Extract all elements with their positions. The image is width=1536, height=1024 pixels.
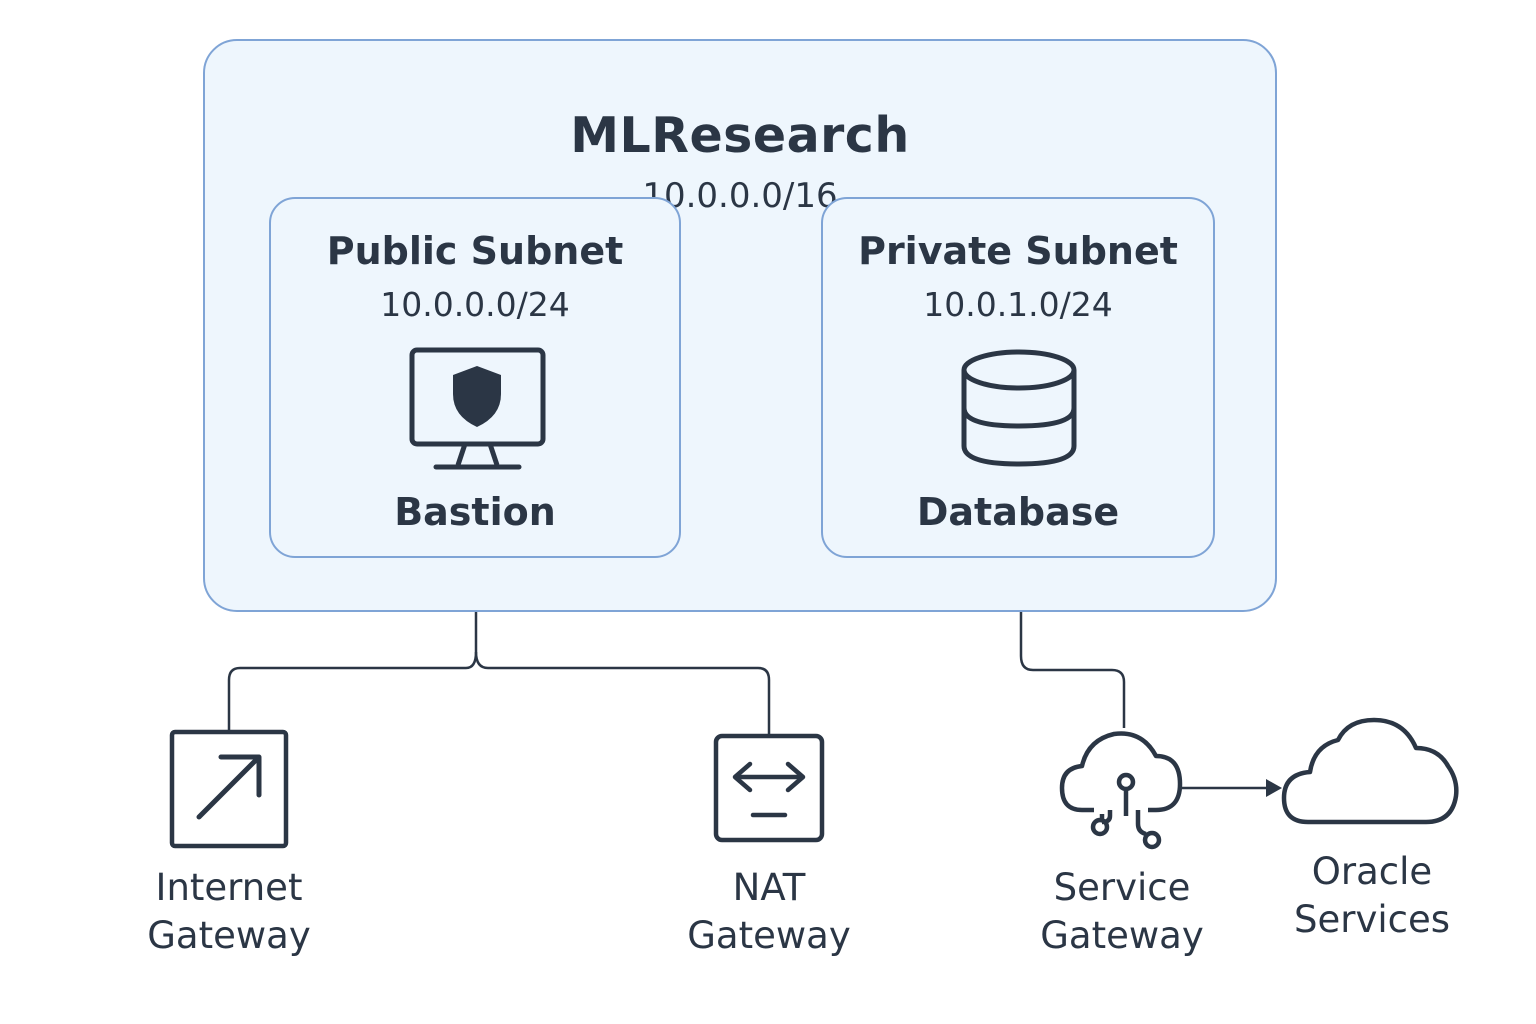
database-label: Database bbox=[916, 490, 1120, 534]
nat-gateway-label: NAT Gateway bbox=[687, 866, 851, 957]
arrow-up-right-box-icon bbox=[169, 729, 289, 849]
vcn-title: MLResearch bbox=[570, 107, 910, 164]
bastion-trunk bbox=[227, 612, 478, 732]
oracle-services-label: Oracle Services bbox=[1293, 850, 1451, 941]
bastion-label: Bastion bbox=[394, 490, 556, 534]
private-subnet-cidr: 10.0.1.0/24 bbox=[923, 285, 1113, 324]
bastion-to-nat bbox=[474, 651, 771, 735]
private-subnet: Private Subnet 10.0.1.0/24 Database bbox=[821, 197, 1215, 558]
bidirectional-arrow-box-icon bbox=[713, 733, 825, 843]
public-subnet-cidr: 10.0.0.0/24 bbox=[380, 285, 570, 324]
internet-gateway-label: Internet Gateway bbox=[147, 866, 311, 957]
private-subnet-title: Private Subnet bbox=[858, 229, 1178, 273]
database-to-service-gateway bbox=[1019, 612, 1126, 728]
database-icon bbox=[961, 349, 1077, 467]
public-subnet-title: Public Subnet bbox=[326, 229, 624, 273]
cloud-circuit-icon bbox=[1059, 731, 1183, 850]
service-gateway-label: Service Gateway bbox=[1040, 866, 1204, 957]
cloud-icon bbox=[1281, 717, 1459, 825]
monitor-shield-icon bbox=[409, 347, 546, 470]
service-to-oracle-arrow-head bbox=[1266, 779, 1282, 797]
